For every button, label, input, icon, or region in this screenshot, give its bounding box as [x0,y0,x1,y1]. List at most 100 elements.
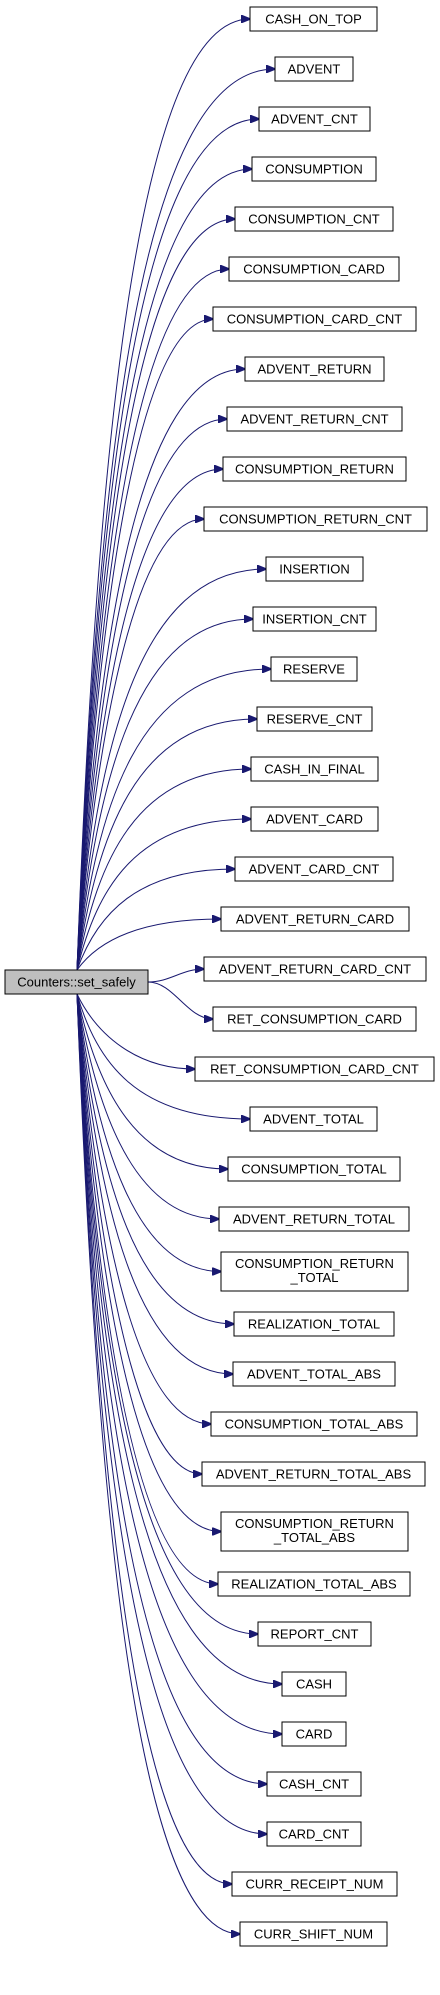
node-label-advent-return-total: ADVENT_RETURN_TOTAL [233,1212,395,1227]
node-advent-return-total[interactable]: ADVENT_RETURN_TOTAL [218,1206,410,1232]
node-advent-return-card-cnt[interactable]: ADVENT_RETURN_CARD_CNT [203,956,427,982]
edge-realization-total [76,993,234,1324]
node-advent-return-card[interactable]: ADVENT_RETURN_CARD [220,906,410,932]
node-label-consumption-cnt: CONSUMPTION_CNT [248,212,380,227]
node-card[interactable]: CARD [281,1721,347,1747]
node-box-insertion-cnt [252,606,377,632]
node-box-ret-consumption-card [212,1006,417,1032]
node-label-consumption-return: CONSUMPTION_RETURN [235,462,394,477]
edge-consumption-card-cnt [76,319,213,971]
edge-reserve [76,669,271,971]
node-reserve[interactable]: RESERVE [270,656,358,682]
node-label-realization-total: REALIZATION_TOTAL [248,1317,380,1332]
node-advent-return-cnt[interactable]: ADVENT_RETURN_CNT [226,406,403,432]
node-box-realization-total [233,1311,395,1337]
edge-advent [76,69,275,971]
node-box-consumption-cnt [234,206,394,232]
node-label-consumption-return-total-line-1: CONSUMPTION_RETURN [235,1256,394,1271]
node-label-advent-total-abs: ADVENT_TOTAL_ABS [247,1367,381,1382]
node-label-advent-return-card: ADVENT_RETURN_CARD [236,912,394,927]
node-label-report-cnt: REPORT_CNT [271,1627,359,1642]
edge-realization-total-abs [76,993,218,1584]
node-box-consumption-card [228,256,400,282]
node-advent[interactable]: ADVENT [274,56,354,82]
node-label-consumption: CONSUMPTION [265,162,363,177]
node-label-advent-return: ADVENT_RETURN [257,362,371,377]
edge-advent-card [76,819,251,971]
node-cash-in-final[interactable]: CASH_IN_FINAL [250,756,379,782]
node-label-advent-return-total-abs: ADVENT_RETURN_TOTAL_ABS [216,1467,412,1482]
node-label-advent-cnt: ADVENT_CNT [271,112,358,127]
edge-advent-return-total-abs [76,993,202,1474]
node-consumption-return-total-abs[interactable]: CONSUMPTION_RETURN_TOTAL_ABS [220,1511,409,1552]
edge-curr-shift-num [76,993,240,1934]
node-advent-card[interactable]: ADVENT_CARD [250,806,379,832]
node-cash-cnt[interactable]: CASH_CNT [266,1771,362,1797]
node-label-card: CARD [296,1727,333,1742]
node-card-cnt[interactable]: CARD_CNT [266,1821,362,1847]
edge-ret-consumption-card-cnt [76,993,195,1069]
edge-card-cnt [76,993,267,1834]
node-consumption-return-total[interactable]: CONSUMPTION_RETURN_TOTAL [220,1251,409,1292]
edge-ret-consumption-card [147,981,213,1019]
node-box-curr-receipt-num [231,1871,398,1897]
node-ret-consumption-card[interactable]: RET_CONSUMPTION_CARD [212,1006,417,1032]
node-box-advent-card-cnt [234,856,394,882]
node-label-curr-shift-num: CURR_SHIFT_NUM [254,1927,373,1942]
node-label-consumption-return-total-abs-line-2: _TOTAL_ABS [273,1530,355,1545]
node-label-insertion: INSERTION [279,562,350,577]
node-advent-total-abs[interactable]: ADVENT_TOTAL_ABS [232,1361,396,1387]
node-advent-total[interactable]: ADVENT_TOTAL [249,1106,378,1132]
edge-advent-cnt [76,119,259,971]
node-consumption-total-abs[interactable]: CONSUMPTION_TOTAL_ABS [210,1411,418,1437]
node-consumption-card-cnt[interactable]: CONSUMPTION_CARD_CNT [212,306,417,332]
node-label-advent: ADVENT [288,62,341,77]
node-box-consumption-total-abs [210,1411,418,1437]
node-advent-cnt[interactable]: ADVENT_CNT [258,106,371,132]
node-curr-shift-num[interactable]: CURR_SHIFT_NUM [239,1921,388,1947]
edge-cash-cnt [76,993,267,1784]
node-label-cash-cnt: CASH_CNT [279,1777,349,1792]
edge-consumption-card [76,269,229,971]
node-label-consumption-return-total-abs-line-1: CONSUMPTION_RETURN [235,1516,394,1531]
edge-consumption-return-total [76,993,221,1272]
node-label-consumption-total: CONSUMPTION_TOTAL [241,1162,386,1177]
node-cash-on-top[interactable]: CASH_ON_TOP [249,6,378,32]
node-label-curr-receipt-num: CURR_RECEIPT_NUM [246,1877,384,1892]
edge-advent-return-total [76,993,219,1219]
node-ret-consumption-card-cnt[interactable]: RET_CONSUMPTION_CARD_CNT [194,1056,435,1082]
edge-advent-return-card-cnt [147,969,204,983]
node-curr-receipt-num[interactable]: CURR_RECEIPT_NUM [231,1871,398,1897]
node-insertion[interactable]: INSERTION [265,556,364,582]
node-reserve-cnt[interactable]: RESERVE_CNT [256,706,373,732]
node-report-cnt[interactable]: REPORT_CNT [257,1621,372,1647]
node-insertion-cnt[interactable]: INSERTION_CNT [252,606,377,632]
node-consumption-total[interactable]: CONSUMPTION_TOTAL [227,1156,401,1182]
node-label-advent-return-cnt: ADVENT_RETURN_CNT [240,412,388,427]
node-consumption-return[interactable]: CONSUMPTION_RETURN [222,456,407,482]
node-advent-card-cnt[interactable]: ADVENT_CARD_CNT [234,856,394,882]
node-box-advent-return [244,356,385,382]
node-label-cash-on-top: CASH_ON_TOP [265,12,362,27]
node-consumption-cnt[interactable]: CONSUMPTION_CNT [234,206,394,232]
node-cash[interactable]: CASH [281,1671,347,1697]
node-realization-total[interactable]: REALIZATION_TOTAL [233,1311,395,1337]
edge-advent-return [76,369,245,971]
node-label-realization-total-abs: REALIZATION_TOTAL_ABS [231,1577,397,1592]
node-consumption-return-cnt[interactable]: CONSUMPTION_RETURN_CNT [203,506,428,532]
edge-advent-return-cnt [76,419,227,971]
node-box-consumption-card-cnt [212,306,417,332]
node-box-consumption [251,156,377,182]
node-consumption[interactable]: CONSUMPTION [251,156,377,182]
node-realization-total-abs[interactable]: REALIZATION_TOTAL_ABS [217,1571,411,1597]
edge-advent-total-abs [76,993,233,1374]
node-box-cash [281,1671,347,1697]
node-box-consumption-return [222,456,407,482]
node-advent-return[interactable]: ADVENT_RETURN [244,356,385,382]
node-advent-return-total-abs[interactable]: ADVENT_RETURN_TOTAL_ABS [201,1461,426,1487]
edge-layer [76,19,282,1934]
node-label-consumption-card-cnt: CONSUMPTION_CARD_CNT [227,312,403,327]
node-label-consumption-card: CONSUMPTION_CARD [243,262,385,277]
node-consumption-card[interactable]: CONSUMPTION_CARD [228,256,400,282]
root-node[interactable]: Counters::set_safely [4,969,149,995]
